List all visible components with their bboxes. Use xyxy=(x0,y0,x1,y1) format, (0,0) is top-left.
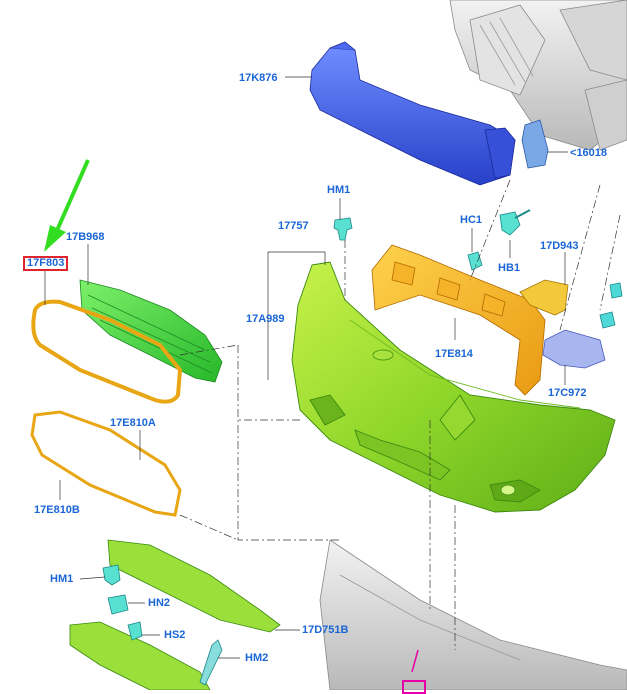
bumper-cover-shape xyxy=(291,261,616,513)
bracket-17c972-shape xyxy=(542,329,606,369)
label-17f803[interactable]: 17F803 xyxy=(23,256,69,271)
energy-absorber-shape xyxy=(371,244,546,396)
label-17d943[interactable]: 17D943 xyxy=(540,240,579,252)
label-hc1[interactable]: HC1 xyxy=(460,214,483,226)
label-17d751b[interactable]: 17D751B xyxy=(302,624,349,636)
label-17b968[interactable]: 17B968 xyxy=(66,231,105,243)
bracket-16018-shape xyxy=(521,119,549,169)
clip-hn2-shape xyxy=(107,594,129,615)
green-arrow-icon xyxy=(44,159,90,252)
label-17757[interactable]: 17757 xyxy=(278,220,309,232)
clip-hm2-shape xyxy=(199,639,223,686)
trim-17e810a-shape xyxy=(30,410,182,517)
fastener-marker-box[interactable] xyxy=(402,680,426,694)
clip-hs2-shape xyxy=(127,621,143,641)
label-16018-text: 16018 xyxy=(576,147,608,159)
upper-grille-shape xyxy=(79,279,223,383)
label-16018[interactable]: <16018 xyxy=(570,147,608,159)
grille-surround-shape xyxy=(31,299,183,404)
label-hs2[interactable]: HS2 xyxy=(164,629,186,641)
lower-grille-shape xyxy=(69,539,281,690)
label-17a989[interactable]: 17A989 xyxy=(246,313,285,325)
clip-cyan-top-shape xyxy=(609,282,623,299)
clip-hc1-shape xyxy=(467,251,483,271)
vehicle-front-structure xyxy=(449,0,627,151)
label-hm2[interactable]: HM2 xyxy=(245,652,269,664)
label-17e810b[interactable]: 17E810B xyxy=(34,504,80,516)
bracket-17d943-shape xyxy=(519,279,569,316)
clip-hm1-bottom-shape xyxy=(102,564,121,586)
label-17e810a[interactable]: 17E810A xyxy=(110,417,156,429)
leader-lines xyxy=(44,76,568,659)
reinforcement-beam-shape xyxy=(309,41,516,186)
label-17e814[interactable]: 17E814 xyxy=(435,348,473,360)
label-hb1[interactable]: HB1 xyxy=(498,262,521,274)
construction-lines xyxy=(179,179,621,650)
clip-hm1-top-shape xyxy=(333,217,353,241)
label-hm1-top[interactable]: HM1 xyxy=(327,184,351,196)
label-17c972[interactable]: 17C972 xyxy=(548,387,587,399)
under-tray-shape xyxy=(319,539,627,690)
fastener-marker-shape xyxy=(411,649,419,673)
label-17k876[interactable]: 17K876 xyxy=(239,72,278,84)
label-hm1-bottom[interactable]: HM1 xyxy=(50,573,74,585)
clip-hb1-shape xyxy=(499,209,531,236)
clip-cyan-shape xyxy=(599,311,616,329)
label-hn2[interactable]: HN2 xyxy=(148,597,171,609)
